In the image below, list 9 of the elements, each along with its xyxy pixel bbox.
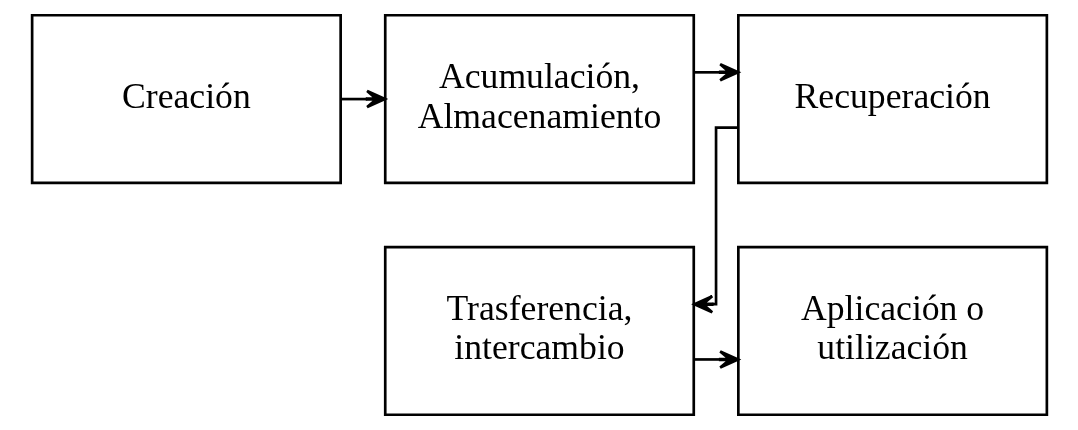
node-box: Recuperación — [736, 13, 1048, 185]
node-box: Acumulación, Almacenamiento — [383, 13, 695, 185]
node-box: Creación — [30, 13, 342, 185]
arrow — [693, 350, 739, 369]
arrow — [340, 89, 386, 109]
node-box: Aplicación o utilización — [736, 245, 1048, 417]
arrow — [693, 62, 739, 82]
node-box: Trasferencia, intercambio — [383, 245, 695, 417]
arrow — [692, 126, 738, 314]
